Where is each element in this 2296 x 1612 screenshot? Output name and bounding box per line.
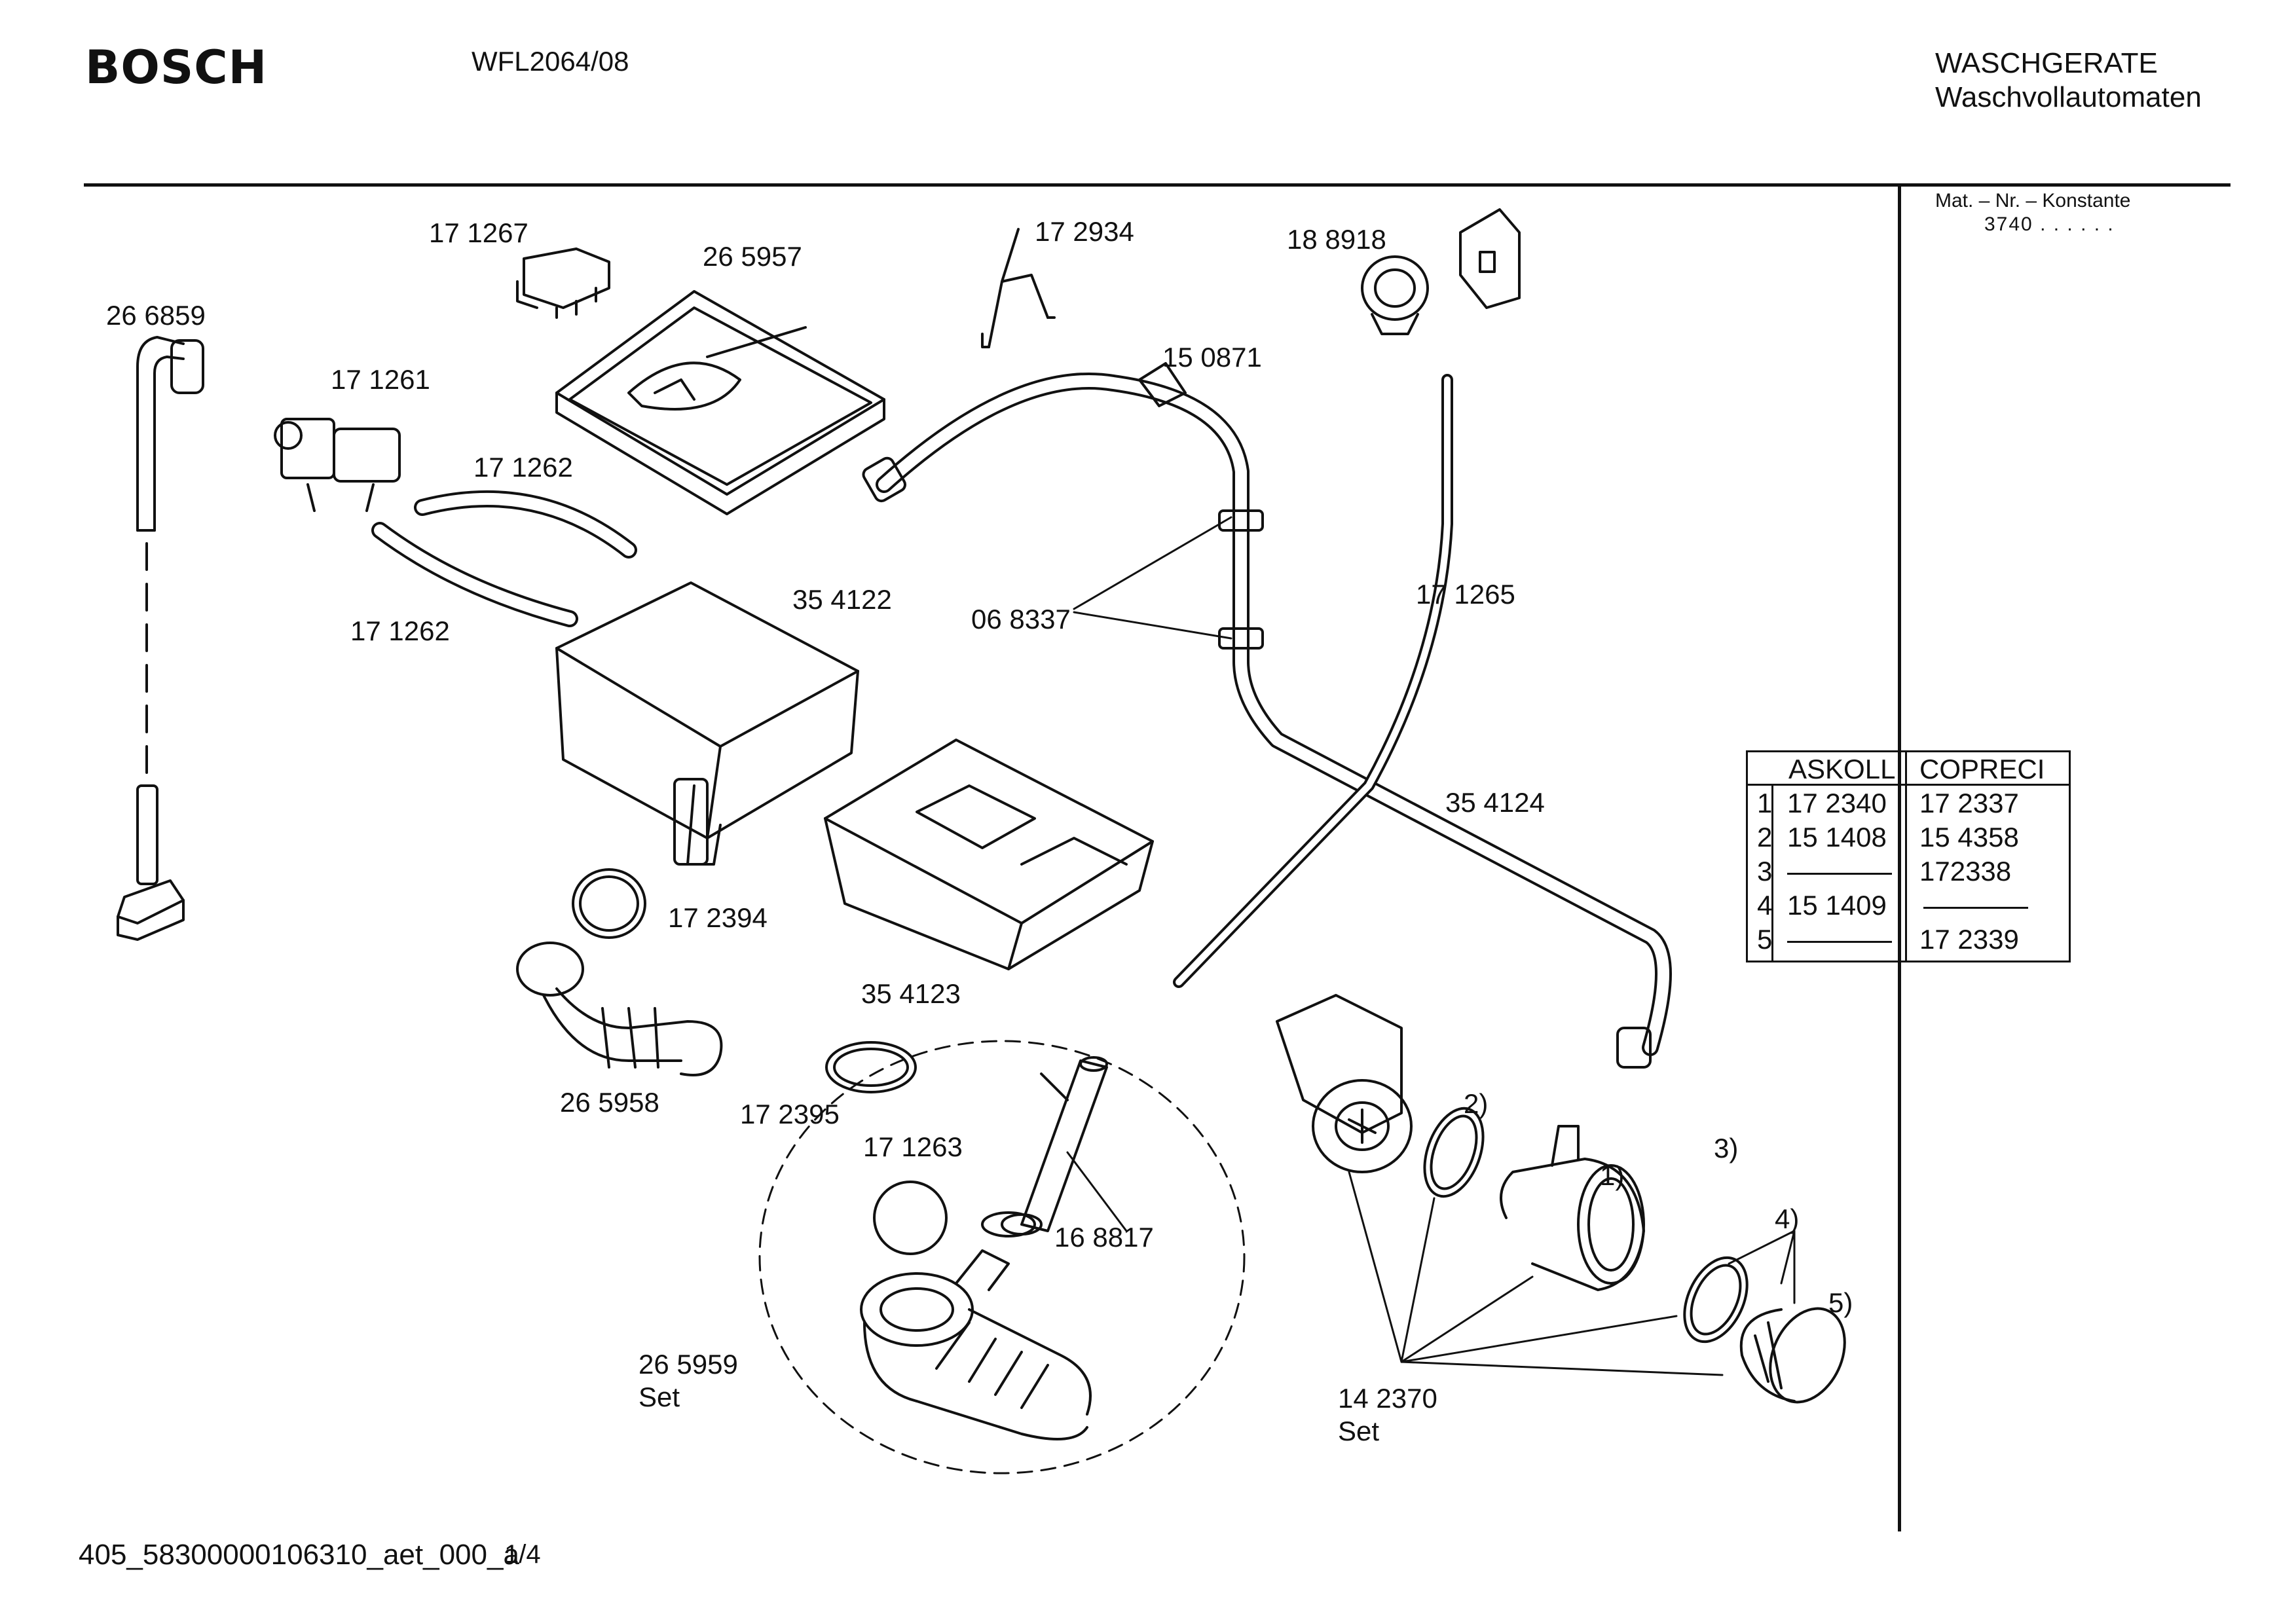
label-265958: 26 5958 bbox=[560, 1087, 659, 1118]
label-171261: 17 1261 bbox=[331, 364, 430, 395]
row-copreci: 17 2337 bbox=[1919, 788, 2019, 818]
row-number: 4 bbox=[1757, 890, 1773, 921]
part-hose-171262b[interactable] bbox=[371, 522, 578, 627]
part-hose-150871[interactable] bbox=[861, 362, 1672, 1069]
part-168817[interactable] bbox=[981, 1056, 1128, 1237]
row-askoll: 15 1408 bbox=[1787, 822, 1887, 852]
part-drain-pump[interactable] bbox=[1276, 994, 1413, 1173]
mat-nr-value: 3740 . . . . . . bbox=[1984, 213, 2115, 235]
label-172394: 17 2394 bbox=[668, 902, 768, 933]
part-bracket-171267[interactable] bbox=[516, 247, 610, 319]
callout-2: 2) bbox=[1464, 1088, 1489, 1119]
label-265957: 26 5957 bbox=[703, 241, 802, 272]
header-divider bbox=[84, 183, 2231, 187]
part-ring-172395[interactable] bbox=[825, 1041, 917, 1093]
part-sump-set[interactable] bbox=[860, 1249, 1092, 1440]
row-empty-dash bbox=[1787, 873, 1892, 875]
row-copreci: 172338 bbox=[1919, 856, 2012, 887]
part-hose-171262a[interactable] bbox=[414, 490, 637, 559]
table-col-divider bbox=[1905, 752, 1907, 961]
table-row: 5 17 2339 bbox=[1748, 924, 2069, 957]
row-copreci: 17 2339 bbox=[1919, 924, 2019, 955]
part-detergent-drawer[interactable] bbox=[824, 739, 1154, 970]
label-171263: 17 1263 bbox=[863, 1131, 963, 1162]
part-tube-171265[interactable] bbox=[1173, 374, 1453, 988]
category-title: WASCHGERATE bbox=[1935, 47, 2158, 79]
part-bellows-hose[interactable] bbox=[516, 942, 723, 1076]
label-142370: 14 2370 bbox=[1338, 1383, 1437, 1414]
label-168817: 16 8817 bbox=[1054, 1222, 1154, 1253]
callout-1: 1) bbox=[1600, 1160, 1625, 1191]
page-number: 1/4 bbox=[504, 1540, 541, 1569]
table-header-askoll: ASKOLL bbox=[1788, 754, 1896, 784]
leader-068337 bbox=[1073, 516, 1232, 640]
row-empty-dash bbox=[1787, 941, 1892, 943]
label-171262a: 17 1262 bbox=[473, 452, 573, 483]
part-ball-171263[interactable] bbox=[873, 1181, 948, 1255]
mat-nr-label: Mat. – Nr. – Konstante bbox=[1935, 190, 2131, 211]
label-068337: 06 8337 bbox=[971, 604, 1071, 634]
part-seal-3[interactable] bbox=[1672, 1248, 1760, 1352]
label-142370-set: Set bbox=[1338, 1416, 1380, 1446]
row-number: 3 bbox=[1757, 856, 1773, 887]
brand-logo: BOSCH bbox=[85, 41, 268, 94]
label-171262b: 17 1262 bbox=[350, 615, 450, 646]
set-265959-outline bbox=[758, 1040, 1246, 1475]
row-number: 1 bbox=[1757, 788, 1773, 818]
model-number: WFL2064/08 bbox=[472, 46, 629, 77]
label-172934: 17 2934 bbox=[1035, 216, 1134, 247]
row-number: 2 bbox=[1757, 822, 1773, 852]
table-row: 2 15 1408 15 4358 bbox=[1748, 822, 2069, 855]
document-id: 405_58300000106310_aet_000_a bbox=[79, 1539, 519, 1571]
callout-5: 5) bbox=[1828, 1287, 1853, 1318]
label-266859: 26 6859 bbox=[106, 300, 206, 331]
label-171267: 17 1267 bbox=[429, 217, 528, 248]
part-inlet-valve[interactable] bbox=[274, 418, 401, 512]
table-header-divider bbox=[1748, 784, 2069, 786]
part-seal-2[interactable] bbox=[1413, 1101, 1494, 1205]
supplier-table: ASKOLL COPRECI 1 17 2340 17 2337 2 15 14… bbox=[1746, 750, 2071, 962]
callout-4: 4) bbox=[1775, 1203, 1800, 1234]
label-265959: 26 5959 bbox=[639, 1349, 738, 1380]
label-265959-set: Set bbox=[639, 1382, 680, 1412]
label-354122: 35 4122 bbox=[792, 584, 892, 615]
table-row: 3 172338 bbox=[1748, 856, 2069, 889]
label-354123: 35 4123 bbox=[861, 978, 961, 1009]
row-askoll: 17 2340 bbox=[1787, 788, 1887, 818]
part-pump-housing-1[interactable] bbox=[1500, 1125, 1645, 1291]
leader-142370 bbox=[1348, 1171, 1796, 1376]
row-empty-dash bbox=[1923, 907, 2028, 909]
part-ring-172394[interactable] bbox=[572, 868, 646, 939]
label-172395: 17 2395 bbox=[740, 1099, 840, 1129]
row-askoll: 15 1409 bbox=[1787, 890, 1887, 921]
table-header-copreci: COPRECI bbox=[1919, 754, 2045, 784]
part-dispenser-housing[interactable] bbox=[555, 581, 859, 866]
sidebar-divider bbox=[1898, 186, 1901, 1531]
table-header-row: ASKOLL COPRECI bbox=[1748, 754, 2069, 787]
callout-3: 3) bbox=[1714, 1133, 1739, 1163]
part-fork-172934[interactable] bbox=[981, 228, 1056, 348]
label-188918: 18 8918 bbox=[1287, 224, 1386, 255]
table-row: 4 15 1409 bbox=[1748, 890, 2069, 923]
label-354124: 35 4124 bbox=[1445, 787, 1545, 818]
table-num-divider bbox=[1771, 784, 1773, 961]
category-subtitle: Waschvollautomaten bbox=[1935, 81, 2202, 113]
label-171265: 17 1265 bbox=[1416, 579, 1515, 610]
part-filter-5[interactable] bbox=[1739, 1296, 1859, 1414]
part-inlet-hose[interactable] bbox=[117, 336, 204, 941]
part-pressure-switch[interactable] bbox=[1361, 208, 1521, 335]
part-dispenser-lid[interactable] bbox=[555, 290, 885, 515]
table-row: 1 17 2340 17 2337 bbox=[1748, 788, 2069, 821]
row-copreci: 15 4358 bbox=[1919, 822, 2019, 852]
row-number: 5 bbox=[1757, 924, 1773, 955]
label-150871: 15 0871 bbox=[1162, 342, 1262, 373]
